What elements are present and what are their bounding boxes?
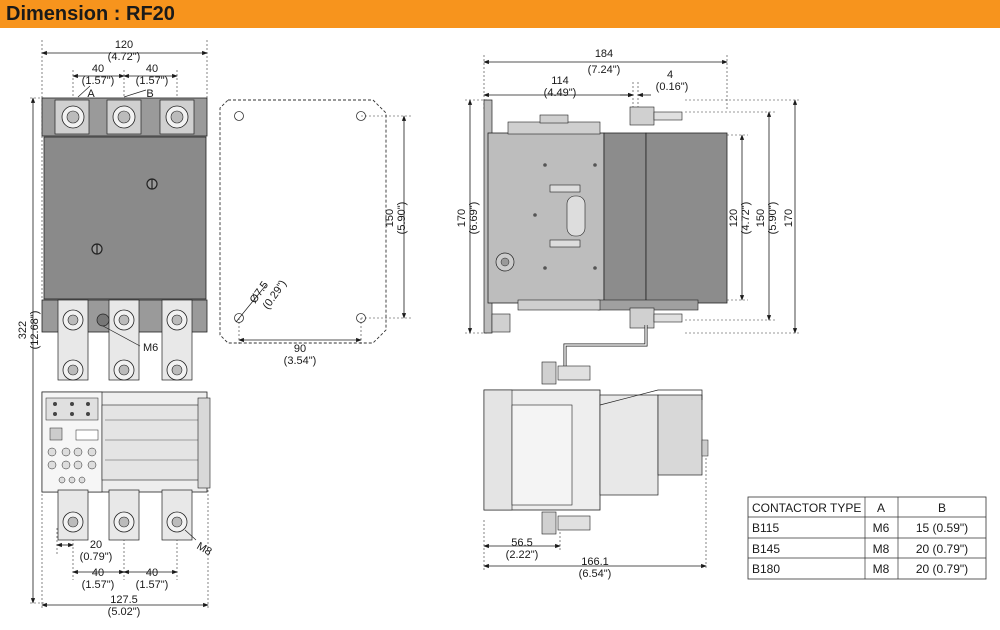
dim-114-in: (4.49") <box>544 87 577 99</box>
dim-166: 166.1 <box>581 556 609 568</box>
dim-h120-in: (4.72") <box>740 202 752 235</box>
table-cell: B180 <box>752 562 780 576</box>
table-cell: 20 (0.79") <box>916 542 968 556</box>
label-m8: M8 <box>195 540 214 558</box>
dim-bottom-width: 127.5 <box>110 594 138 606</box>
dim-bottom-pitch-right: 40 <box>146 567 158 579</box>
table-cell: B145 <box>752 542 780 556</box>
table-cell: M6 <box>873 521 890 535</box>
dim-offset: 20 <box>90 539 102 551</box>
dim-h150-in: (5.90") <box>767 202 779 235</box>
page-title: Dimension : RF20 <box>6 3 175 25</box>
side-view <box>465 55 800 570</box>
dim-56-in: (2.22") <box>506 549 539 561</box>
dim-h170: 170 <box>783 209 795 227</box>
dim-bottom-pitch-left: 40 <box>92 567 104 579</box>
dim-bottom-pitch-right-in: (1.57") <box>136 579 169 591</box>
table-cell: 15 (0.59") <box>916 521 968 535</box>
dim-plate-height: 150 <box>384 209 396 227</box>
dim-side-depth: 184 <box>595 48 613 60</box>
title-bar: Dimension : RF20 <box>0 0 1000 28</box>
dim-166-in: (6.54") <box>579 568 612 580</box>
dim-side-height-in: (6.69") <box>468 202 480 235</box>
mounting-plate <box>219 99 412 345</box>
dim-plate-width-in: (3.54") <box>284 355 317 367</box>
dim-h150: 150 <box>755 209 767 227</box>
dim-front-height: 322 <box>17 321 29 339</box>
dim-pitch-left-in: (1.57") <box>82 75 115 87</box>
table-cell: M8 <box>873 542 890 556</box>
front-view <box>30 40 211 608</box>
contactor-table: CONTACTOR TYPE A B B115 M6 15 (0.59") B1… <box>747 496 987 580</box>
table-header-a: A <box>877 501 885 515</box>
dim-pitch-right: 40 <box>146 63 158 75</box>
label-b: B <box>146 88 153 100</box>
dim-side-depth-in: (7.24") <box>588 64 621 76</box>
dim-gap: 4 <box>667 69 673 81</box>
table-cell: B115 <box>752 521 779 535</box>
dim-pitch-left: 40 <box>92 63 104 75</box>
dim-pitch-right-in: (1.57") <box>136 75 169 87</box>
table-cell: 20 (0.79") <box>916 562 968 576</box>
table-cell: M8 <box>873 562 890 576</box>
label-m6: M6 <box>143 342 158 354</box>
table-header-type: CONTACTOR TYPE <box>752 501 861 515</box>
dim-h120: 120 <box>728 209 740 227</box>
dim-114: 114 <box>551 75 569 87</box>
dim-front-width-in: (4.72") <box>108 51 141 63</box>
table-header-b: B <box>938 501 946 515</box>
dim-gap-in: (0.16") <box>656 81 689 93</box>
dim-bottom-pitch-left-in: (1.57") <box>82 579 115 591</box>
dim-56: 56.5 <box>511 537 532 549</box>
dim-front-height-in: (12.68") <box>29 311 41 350</box>
dim-plate-height-in: (5.90") <box>396 202 408 235</box>
dim-front-width: 120 <box>115 39 133 51</box>
dim-offset-in: (0.79") <box>80 551 113 563</box>
dim-plate-width: 90 <box>294 343 306 355</box>
dim-side-height: 170 <box>456 209 468 227</box>
label-a: A <box>87 88 95 100</box>
dim-bottom-width-in: (5.02") <box>108 606 141 618</box>
